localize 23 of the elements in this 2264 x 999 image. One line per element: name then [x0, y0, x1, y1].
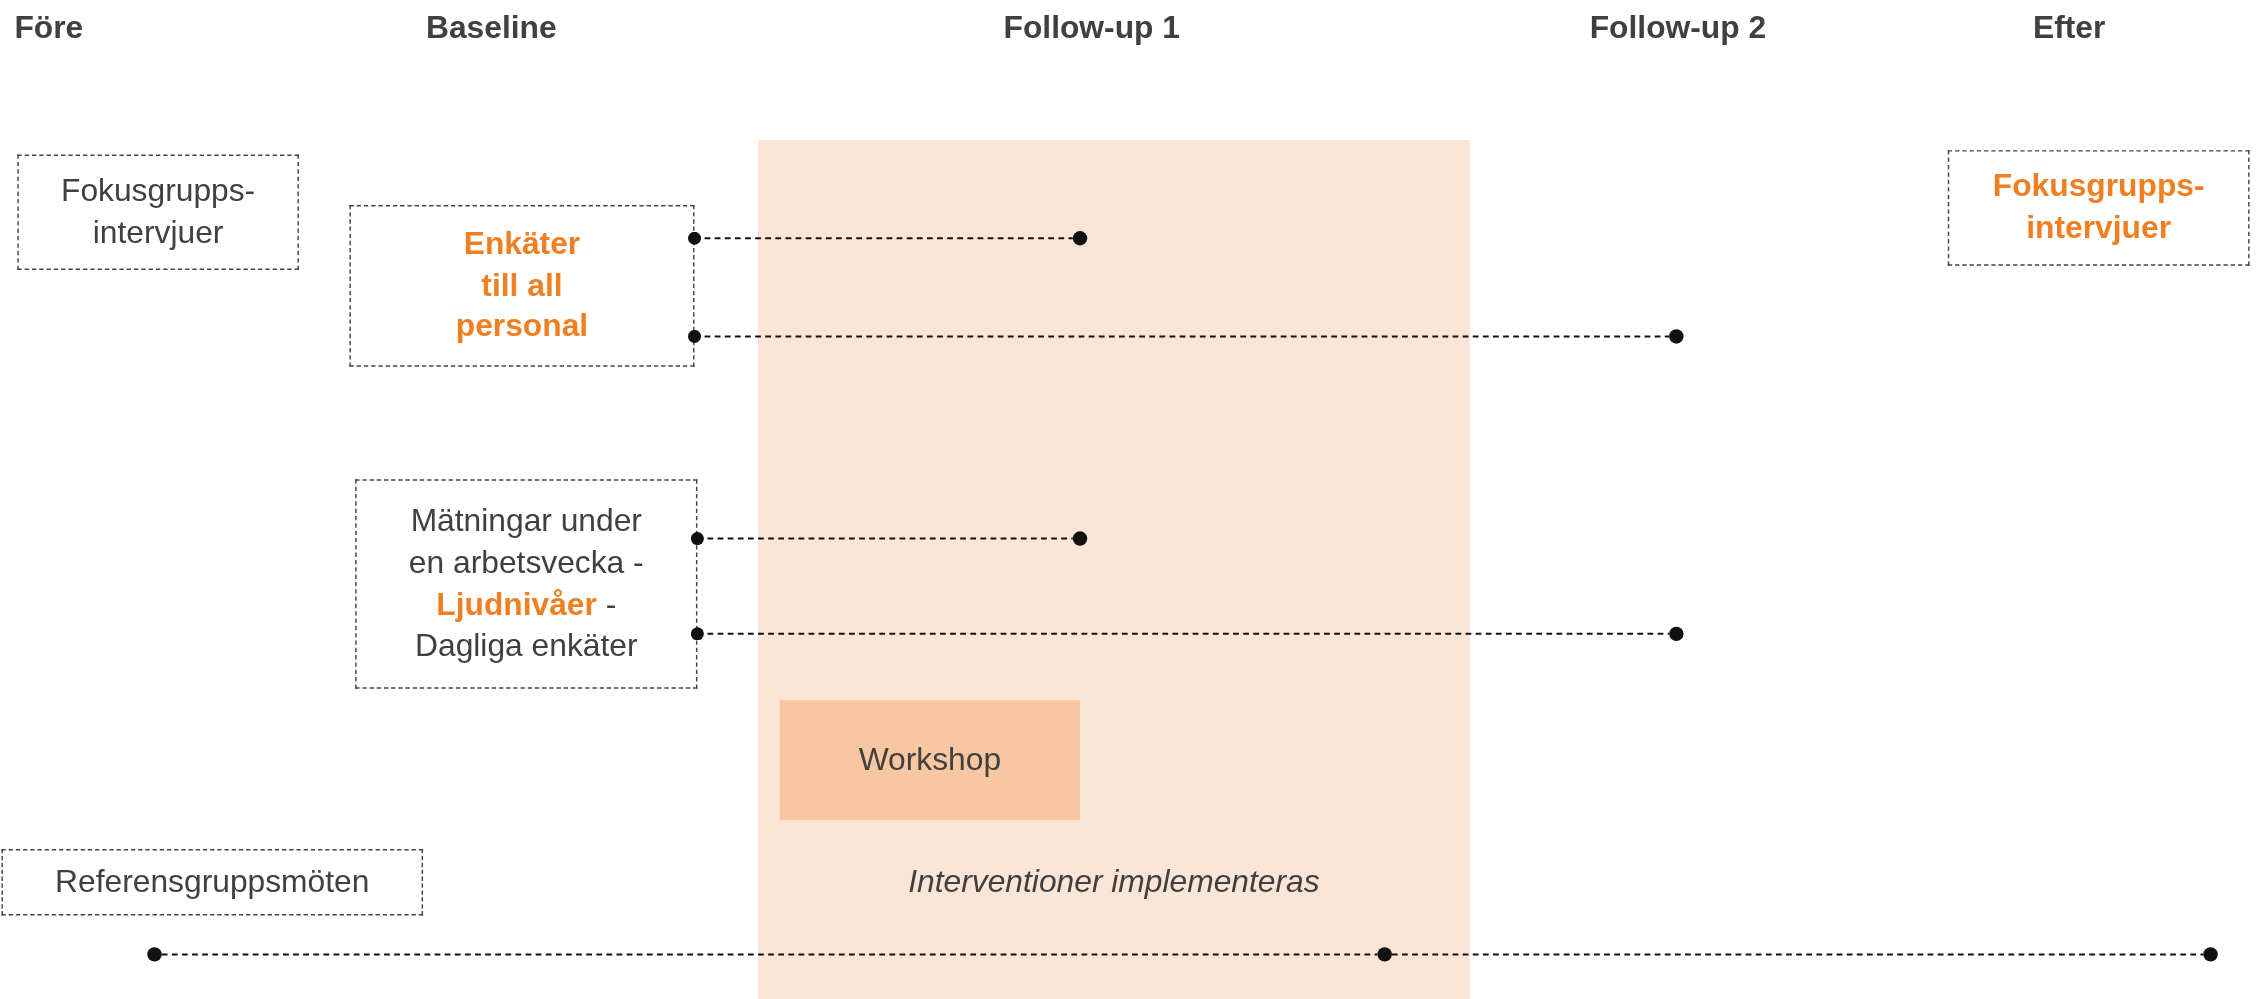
endpoint-dot: [2203, 947, 2218, 962]
endpoint-dot: [147, 947, 162, 962]
endpoint-dot: [1669, 626, 1684, 642]
endpoint-dot: [1377, 947, 1392, 962]
dashed-connector: [688, 329, 1670, 343]
endpoint-dot: [1072, 231, 1088, 246]
column-heading: Före: [14, 8, 84, 47]
column-heading: Baseline: [425, 8, 557, 47]
workshop-box: Workshop: [779, 700, 1080, 821]
dashed-connector: [690, 532, 1073, 546]
column-heading: Follow-up 1: [1003, 8, 1180, 47]
dashed-connector: [690, 627, 1670, 641]
dashed-connector: [688, 231, 1073, 245]
column-heading: Efter: [2033, 8, 2106, 47]
interview-box: Fokusgrupps-intervjuer: [17, 154, 299, 270]
intervention-band: [758, 140, 1470, 999]
intervention-caption: Interventioner implementeras: [907, 862, 1321, 902]
dashed-connector: [1391, 953, 2204, 956]
meeting-box: Referensgruppsmöten: [1, 849, 424, 916]
endpoint-dot: [1669, 329, 1684, 344]
column-heading: Follow-up 2: [1589, 8, 1767, 47]
dashed-connector: [161, 953, 1378, 956]
endpoint-dot: [1072, 531, 1088, 546]
